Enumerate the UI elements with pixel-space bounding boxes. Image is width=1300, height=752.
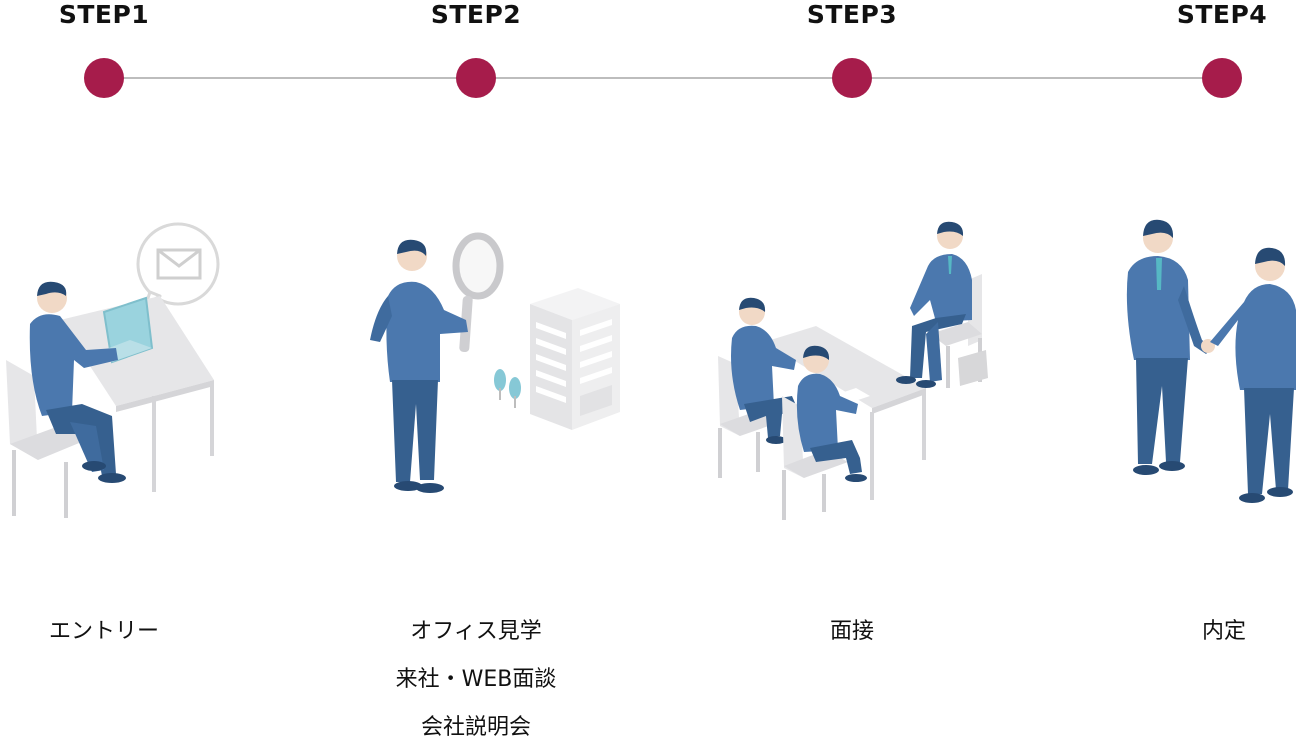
step4-caption: 内定: [1202, 608, 1246, 656]
step4-illustration: [1110, 200, 1300, 530]
timeline-connector-line: [104, 77, 1222, 79]
office-building: [530, 288, 620, 430]
step2-caption-line: オフィス見学: [396, 608, 557, 656]
step2-label: STEP2: [431, 0, 521, 30]
step1-label: STEP1: [59, 0, 149, 30]
step2-marker: [456, 58, 496, 98]
step2-caption-line: 会社説明会: [396, 704, 557, 752]
step3-illustration: [700, 200, 1000, 530]
step2-illustration: [360, 200, 640, 530]
step3-caption: 面接: [830, 608, 874, 656]
step4-label: STEP4: [1177, 0, 1267, 30]
mail-icon: [138, 224, 218, 304]
step3-label: STEP3: [807, 0, 897, 30]
step2-caption-line: 来社・WEB面談: [396, 656, 557, 704]
magnifier-icon: [456, 236, 500, 352]
step2-caption: オフィス見学 来社・WEB面談 会社説明会: [396, 608, 557, 752]
step1-illustration: [0, 200, 240, 530]
step3-caption-line: 面接: [830, 608, 874, 656]
step1-caption: エントリー: [49, 608, 159, 656]
step4-caption-line: 内定: [1202, 608, 1246, 656]
step3-marker: [832, 58, 872, 98]
step1-marker: [84, 58, 124, 98]
step4-marker: [1202, 58, 1242, 98]
step1-caption-line: エントリー: [49, 608, 159, 656]
